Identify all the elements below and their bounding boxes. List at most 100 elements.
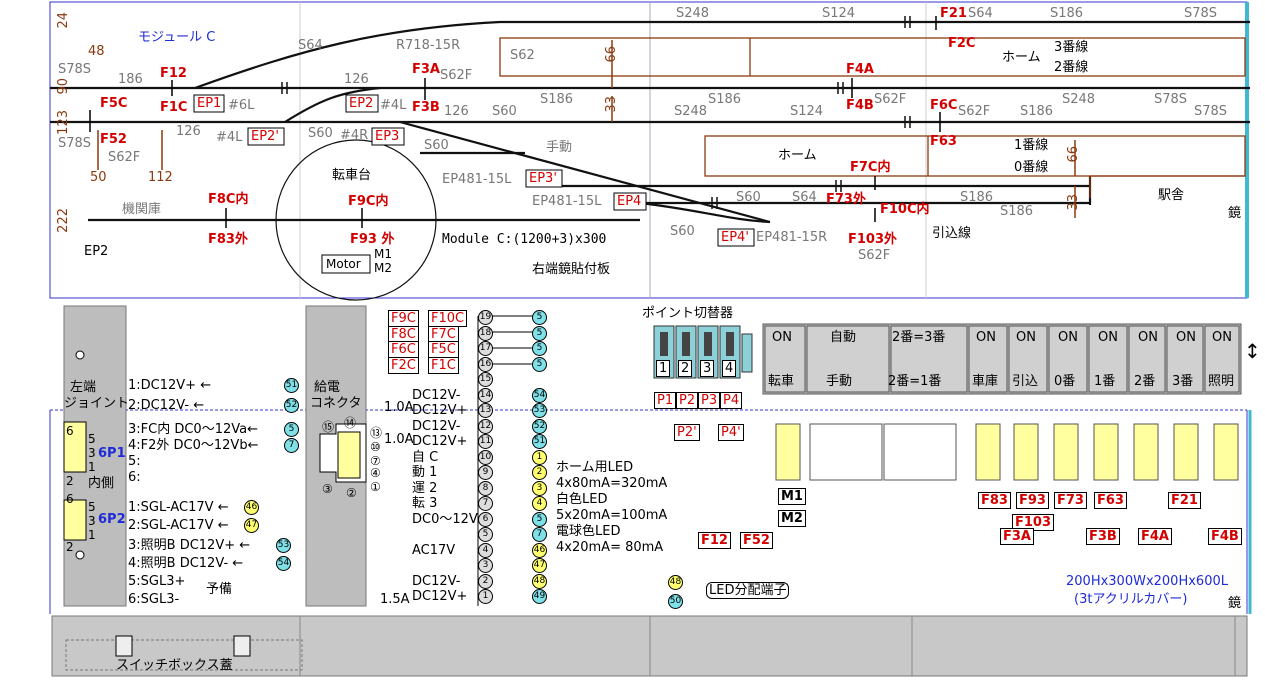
terminal-number: 1 [532,449,547,465]
panel-switch-on[interactable]: ON [976,330,996,345]
track-length-label: 126 [176,124,201,139]
panel-switch-on[interactable]: ON [1176,330,1196,345]
point-label[interactable]: EP2 [349,96,374,111]
current-label: 1.0A [384,432,414,447]
joint-pin: 4:照明B DC12V- ← [128,556,244,571]
panel-switch-label[interactable]: 3番 [1172,374,1194,389]
panel-switch-label[interactable]: 2番 [1134,374,1156,389]
turnout-type: #4L [380,98,407,113]
feeder-label: F103外 [848,232,898,247]
siding-label: 引込線 [932,226,972,241]
terminal-number: 49 [532,589,547,604]
switch-1[interactable]: 1 [656,360,671,377]
pin-number: 6 [66,424,74,438]
current-label: 1.5A [380,592,410,607]
terminal-number: 2 [532,465,547,480]
terminal-number: 5 [532,341,547,356]
switch-4[interactable]: 4 [722,360,737,377]
point-output: P2' [674,424,700,441]
panel-switch-label[interactable]: 1番 [1094,374,1116,389]
track-length-label: S62F [874,92,907,107]
terminal-number: 54 [276,556,291,571]
terminal-number: 8 [478,480,493,496]
pin-number: 2 [66,474,74,488]
turnout-type: EP481-15L [442,172,512,187]
panel-switch-label[interactable]: 2番=1番 [888,374,942,389]
panel-switch-label[interactable]: 0番 [1054,374,1076,389]
left-joint-title: 左端 [70,380,97,395]
panel-switch-on[interactable]: 2番=3番 [892,330,946,345]
terminal-row-label: 動 1 [412,465,438,480]
track-number: 1番線 [1014,138,1049,153]
point-label[interactable]: EP1 [197,96,222,111]
connector-pin: ① [370,480,381,494]
panel-switch-label[interactable]: 手動 [826,374,853,389]
panel-switch-on[interactable]: ON [772,330,792,345]
terminal-number: 5 [532,325,547,341]
terminal-number: 9 [478,465,493,480]
terminal-row-label: F10C [428,310,468,327]
terminal-number: 47 [532,558,547,573]
feeder-label: F52 [100,132,127,147]
point-label[interactable]: EP2' [251,129,279,144]
terminal-row-label: DC12V- [412,418,461,434]
feeder-label: F6C [930,98,958,113]
feeder-label: F73外 [826,192,866,207]
point-label[interactable]: EP4' [721,230,749,245]
point-output: P3 [698,392,721,409]
track-length-label: S248 [674,104,708,119]
terminal-number: 7 [284,438,299,453]
point-switch-title: ポイント切替器 [642,306,734,321]
terminal-number: 48 [532,573,547,589]
point-label[interactable]: EP3 [375,129,400,144]
terminal-number: 14 [478,387,493,403]
terminal-row-label: F8C [388,325,419,343]
terminal-row-label: F7C [428,325,459,343]
switch-3[interactable]: 3 [700,360,715,377]
panel-switch-label[interactable]: 車庫 [972,374,999,389]
terminal-number: 46 [244,500,259,515]
panel-switch-on[interactable]: ON [1098,330,1118,345]
track-length-label: S78S [58,136,92,151]
pin-number: 3 [88,446,96,460]
panel-switch-label[interactable]: 転車 [768,374,795,389]
pin-number: 5 [88,432,96,446]
terminal-number: 53 [532,403,547,418]
track-number: 0番線 [1014,160,1049,175]
track-length-label: S64 [298,38,323,53]
joint-pin: 5: [128,454,141,469]
terminal-number: 4 [478,542,493,558]
led-terminal-label: LED分配端子 [706,582,790,599]
terminal-row-label: F6C [388,341,419,358]
feeder-label: F10C内 [880,202,930,217]
terminal-row-label: 運 2 [412,480,438,496]
feeder-label: F1C [160,100,188,115]
cable-mark: 24 [56,12,71,29]
joint-pin: 5:SGL3+ [128,574,186,589]
motor-label: Motor [326,257,361,271]
connector-pin: ⑩ [370,440,381,454]
terminal-number: 2 [478,573,493,589]
panel-switch-on[interactable]: 自動 [830,330,857,345]
track-length-label: S186 [540,92,574,107]
track-length-label: S64 [792,190,817,205]
panel-switch-on[interactable]: ON [1138,330,1158,345]
track-length-label: S78S [58,62,92,77]
terminal-number: 6 [478,511,493,527]
terminal-number: 53 [276,538,291,553]
point-label[interactable]: EP3' [529,171,557,186]
turnout-type: #6L [228,98,255,113]
point-label[interactable]: EP4 [617,194,642,209]
block-label: F73 [1054,492,1087,509]
switch-2[interactable]: 2 [678,360,693,377]
panel-switch-on[interactable]: ON [1212,330,1232,345]
terminal-number: 5 [532,310,547,325]
track-length-label: S62F [858,248,891,263]
panel-switch-label[interactable]: 引込 [1012,374,1039,389]
platform-label: ホーム [1002,50,1041,65]
panel-switch-on[interactable]: ON [1016,330,1036,345]
panel-switch-label[interactable]: 照明 [1208,374,1235,389]
pin-number: 1 [88,460,96,474]
panel-switch-on[interactable]: ON [1058,330,1078,345]
point-output: P2 [676,392,699,409]
